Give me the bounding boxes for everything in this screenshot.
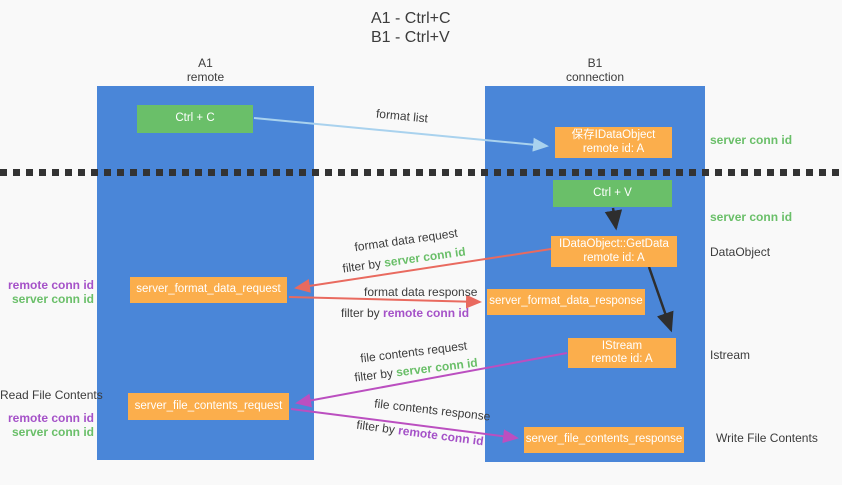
label-filter-by-remote-conn-id-1: filter by remote conn id xyxy=(341,306,469,320)
node-server-format-data-response: server_format_data_response xyxy=(487,289,645,315)
right-annotation-dataobject: DataObject xyxy=(710,245,771,259)
node-save-idataobject: 保存IDataObject remote id: A xyxy=(555,127,672,158)
lane-a1-role: remote xyxy=(186,70,225,84)
arrow-file-contents-request xyxy=(295,352,568,408)
node-ctrl-c: Ctrl + C xyxy=(137,105,253,133)
right-annotation-server-conn-id-2: server conn id xyxy=(710,210,793,224)
arrow-getdata-to-istream xyxy=(647,266,674,333)
left-annotation-read-file-contents: Read File Contents xyxy=(0,388,103,402)
right-annotation-server-conn-id-1: server conn id xyxy=(710,133,793,147)
node-ctrl-v-label: Ctrl + V xyxy=(593,186,632,199)
node-server-format-data-response-label: server_format_data_response xyxy=(489,295,643,308)
lane-header-b1: B1 connection xyxy=(485,56,705,84)
left-annotation-server-conn-id-1: server conn id xyxy=(11,292,94,306)
node-istream-line1: IStream xyxy=(601,339,643,352)
node-getdata-line2: remote id: A xyxy=(583,251,645,264)
lane-b1-role: connection xyxy=(565,70,625,84)
right-annotation-write-file-contents: Write File Contents xyxy=(716,431,818,445)
lane-header-a1: A1 remote xyxy=(97,56,314,84)
node-save-idataobject-line1: 保存IDataObject xyxy=(571,129,656,141)
session-divider-dashed-line xyxy=(0,169,842,176)
node-idataobject-getdata: IDataObject::GetData remote id: A xyxy=(551,236,677,267)
right-annotation-istream: Istream xyxy=(710,348,751,362)
arrow-file-contents-response xyxy=(290,408,519,444)
left-annotation-server-conn-id-2: server conn id xyxy=(11,425,94,439)
lane-b1-name: B1 xyxy=(587,56,603,70)
node-ctrl-v: Ctrl + V xyxy=(553,180,672,207)
arrow-format-data-response xyxy=(288,294,482,309)
node-server-file-contents-request-label: server_file_contents_request xyxy=(134,399,283,412)
node-server-format-data-request: server_format_data_request xyxy=(130,277,287,303)
filter-by-text: filter by xyxy=(341,306,380,320)
left-annotation-remote-conn-id-2: remote conn id xyxy=(7,411,94,425)
node-server-format-data-request-label: server_format_data_request xyxy=(136,283,281,296)
title-line-2: B1 - Ctrl+V xyxy=(371,29,450,46)
node-istream: IStream remote id: A xyxy=(568,338,676,368)
node-ctrl-c-label: Ctrl + C xyxy=(175,112,215,125)
node-server-file-contents-request: server_file_contents_request xyxy=(128,393,289,420)
node-server-file-contents-response-label: server_file_contents_response xyxy=(525,433,683,446)
node-save-idataobject-line2: remote id: A xyxy=(582,142,645,155)
lane-a1-name: A1 xyxy=(198,56,213,70)
arrow-format-data-request xyxy=(294,248,552,293)
node-getdata-line1: IDataObject::GetData xyxy=(559,238,669,250)
diagram-title: A1 - Ctrl+C B1 - Ctrl+V xyxy=(371,9,451,47)
arrow-ctrlv-to-getdata xyxy=(604,207,623,231)
remote-conn-id-text: remote conn id xyxy=(383,306,470,320)
arrow-format-list xyxy=(253,117,549,152)
node-server-file-contents-response: server_file_contents_response xyxy=(524,427,684,453)
label-format-data-response: format data response xyxy=(364,285,478,299)
left-annotation-remote-conn-id-1: remote conn id xyxy=(7,278,94,292)
title-line-1: A1 - Ctrl+C xyxy=(371,10,451,27)
node-istream-line2: remote id: A xyxy=(591,353,653,365)
